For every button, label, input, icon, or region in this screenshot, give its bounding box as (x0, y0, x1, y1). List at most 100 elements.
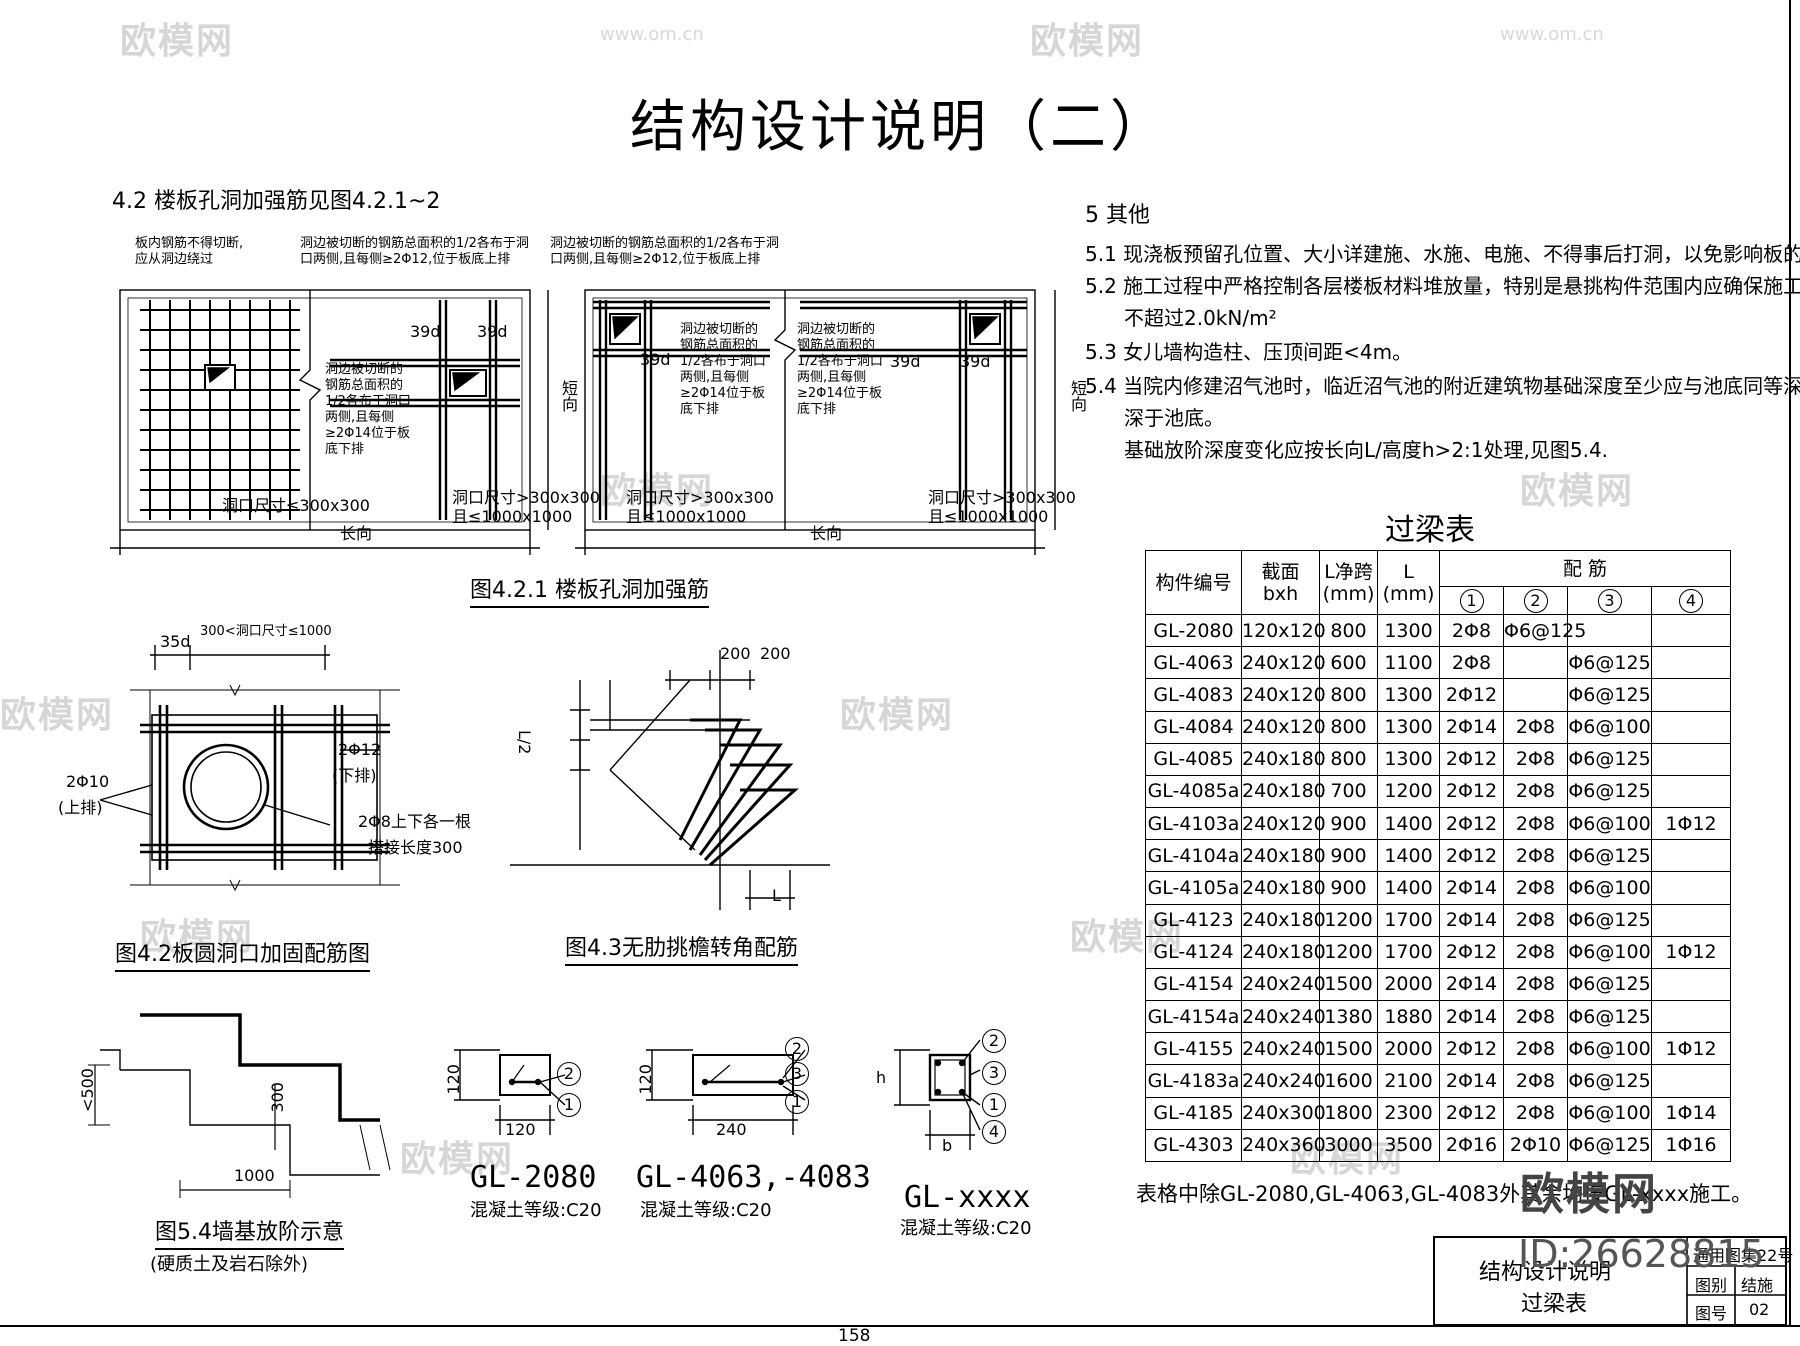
table-cell: 700 (1319, 774, 1378, 809)
table-cell (1650, 839, 1732, 873)
table-cell: 240x180 (1241, 871, 1326, 905)
table-cell: 3500 (1377, 1128, 1440, 1163)
dim-l-half: L/2 (515, 730, 534, 755)
table-cell: 2Φ12 (1439, 774, 1504, 809)
sheet-name-2: 过梁表 (1521, 1292, 1588, 1317)
table-cell: Φ6@125 (1567, 678, 1652, 712)
header-rebar-1: 1 (1439, 586, 1504, 615)
callout-2: 2 (982, 1029, 1006, 1053)
table-cell: Φ6@125 (1567, 1128, 1652, 1163)
table-cell: 2Φ12 (1439, 839, 1504, 873)
table-cell: Φ6@125 (1567, 1064, 1652, 1098)
hole-size-large-limit: 且≤1000x1000 (626, 507, 747, 526)
fig-4-2-drawing (99, 645, 400, 892)
table-cell: Φ6@125 (1567, 742, 1652, 776)
table-cell: 2Φ8 (1503, 1000, 1568, 1034)
table-cell: GL-4154 (1145, 967, 1242, 1002)
callout-3: 3 (982, 1061, 1006, 1085)
note-line: 5.3 女儿墙构造柱、压顶间距<4m。 (1085, 340, 1413, 364)
fig-4-2-1-note-6: 洞边被切断的钢筋总面积的1/2各布于洞口两侧,且每侧≥2Φ14位于板底下排 (797, 322, 883, 417)
table-cell: GL-4124 (1145, 935, 1242, 969)
table-cell: 1200 (1377, 774, 1440, 809)
atlas-name: 通用图集22号 (1693, 1246, 1794, 1265)
dim-section-h: 120 (444, 1064, 463, 1095)
label-lap-length: 搭接长度300 (368, 838, 463, 857)
table-cell: GL-4103a (1145, 807, 1242, 841)
dim-short-dir: 短向 (1068, 380, 1087, 412)
note-line: 5.4 当院内修建沼气池时，临近沼气池的附近建筑物基础深度至少应与池底同等深度或 (1085, 374, 1800, 398)
dim-long-dir: 长向 (340, 524, 373, 543)
label-2phi10: 2Φ10 (66, 772, 110, 791)
table-cell: 2Φ8 (1503, 903, 1568, 937)
label-top-row: (上排) (58, 798, 103, 817)
note-line: 基础放阶深度变化应按长向L/高度h>2:1处理,见图5.4. (1124, 438, 1609, 462)
table-cell: 2Φ8 (1439, 646, 1504, 680)
table-cell: 2Φ16 (1439, 1128, 1504, 1163)
dim-300: 300 (268, 1082, 287, 1113)
section-grade: 混凝土等级:C20 (900, 1218, 1032, 1239)
table-cell: 2Φ14 (1439, 710, 1504, 744)
table-cell: 2Φ8 (1503, 742, 1568, 776)
table-cell: 2Φ14 (1439, 1064, 1504, 1098)
fig-5-4-drawing (88, 1013, 391, 1198)
dim-39d: 39d (477, 322, 508, 341)
dim-short-dir: 短向 (559, 380, 578, 412)
table-cell: 2Φ8 (1503, 935, 1568, 969)
table-cell: 2Φ14 (1439, 1000, 1504, 1034)
table-cell: 2Φ14 (1439, 871, 1504, 905)
section-name: GL-xxxx (904, 1180, 1031, 1215)
table-cell: 800 (1319, 678, 1378, 712)
section-name: GL-2080 (470, 1160, 597, 1195)
table-cell: 2Φ12 (1439, 935, 1504, 969)
sheet-name-1: 结构设计说明 (1479, 1260, 1612, 1285)
table-cell: 2Φ8 (1503, 807, 1568, 841)
page-number: 158 (838, 1326, 871, 1346)
table-cell: 240x120 (1241, 710, 1326, 744)
table-cell: 1Φ12 (1650, 807, 1732, 841)
table-cell: 1800 (1319, 1096, 1378, 1130)
table-cell: 900 (1319, 871, 1378, 905)
table-cell: GL-2080 (1145, 613, 1242, 648)
table-cell: 2Φ8 (1503, 774, 1568, 809)
watermark-logo: 欧模网 (140, 917, 255, 958)
table-cell (1650, 774, 1732, 809)
table-cell: 1Φ16 (1650, 1128, 1732, 1163)
hole-size-large: 洞口尺寸>300x300 (928, 488, 1076, 507)
table-cell: 2Φ8 (1503, 967, 1568, 1002)
table-cell: GL-4183a (1145, 1064, 1242, 1098)
table-cell: GL-4085a (1145, 774, 1242, 809)
table-cell: 2Φ12 (1439, 1032, 1504, 1066)
header-net-span: L净跨(mm) (1319, 550, 1378, 615)
table-cell: 3000 (1319, 1128, 1378, 1163)
fig-4-3-caption: 图4.3无肋挑檐转角配筋 (565, 930, 798, 966)
table-cell: 2Φ8 (1439, 613, 1504, 648)
fig-4-2-1-caption: 图4.2.1 楼板孔洞加强筋 (470, 572, 709, 608)
category-value: 结施 (1741, 1276, 1774, 1295)
table-cell: Φ6@125 (1503, 613, 1586, 648)
table-cell: GL-4084 (1145, 710, 1242, 744)
hole-size-large-limit: 且≤1000x1000 (928, 507, 1049, 526)
table-cell: GL-4063 (1145, 646, 1242, 680)
watermark-url: www.om.cn (600, 24, 704, 45)
dim-section-w: b (942, 1136, 953, 1155)
table-footnote: 表格中除GL-2080,GL-4063,GL-4083外其余均按GL-xxxx施… (1136, 1182, 1753, 1206)
table-cell: 2Φ8 (1503, 1096, 1568, 1130)
table-caption: 过梁表 (1385, 513, 1475, 548)
table-cell: 2Φ12 (1439, 742, 1504, 776)
table-cell: Φ6@125 (1567, 967, 1652, 1002)
table-cell: 1500 (1319, 1032, 1378, 1066)
table-cell: 1300 (1377, 742, 1440, 776)
dim-39d: 39d (410, 322, 441, 341)
dim-under-500: <500 (78, 1068, 97, 1112)
dim-35d: 35d (160, 632, 191, 651)
category-label: 图别 (1695, 1276, 1728, 1295)
table-cell: 2Φ8 (1503, 710, 1568, 744)
title-block: 结构设计说明 过梁表 通用图集22号 图别 结施 图号 02 (1433, 1236, 1793, 1326)
table-cell: 1100 (1377, 646, 1440, 680)
